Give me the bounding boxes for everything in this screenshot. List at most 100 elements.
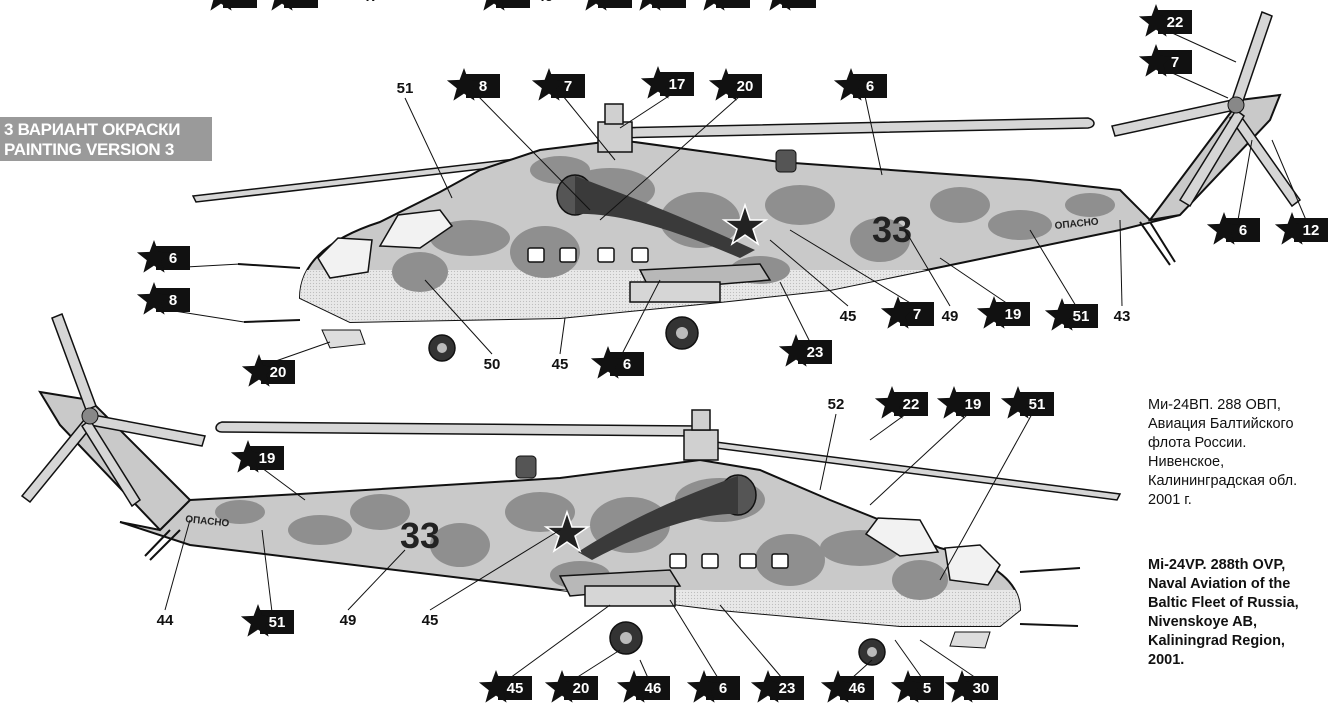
callout-star-icon [874, 386, 910, 419]
callout-star-20: 20 [241, 354, 295, 387]
callout-star-icon [483, 0, 505, 11]
callout-label: 30 [973, 680, 990, 697]
callout-star-6: 6 [686, 670, 740, 703]
callout-star-icon [544, 670, 580, 703]
callout-label: 20 [573, 680, 590, 697]
cut-callout-row: 4749 [210, 0, 816, 11]
side-number: 33 [400, 515, 440, 556]
callout-star-icon [708, 68, 744, 101]
side-number: 33 [872, 209, 912, 250]
callout-star-icon [590, 346, 626, 379]
callout-plate [716, 0, 750, 8]
cockpit-canopy-front [944, 544, 1001, 586]
callout-number-47: 47 [362, 0, 379, 5]
red-star-insignia [721, 202, 769, 246]
callout-star-51: 51 [1044, 298, 1098, 331]
callout-label: 23 [779, 680, 796, 697]
callout-star-51: 51 [1000, 386, 1054, 419]
callout-star-icon [1000, 386, 1036, 419]
leader-line [559, 317, 566, 355]
callout-star-12: 12 [1274, 212, 1328, 245]
caption-ru-line: флота России. [1148, 435, 1247, 451]
callout-label: 49 [340, 612, 357, 629]
leader-line [619, 93, 673, 129]
callout-star-7: 7 [531, 68, 585, 101]
callout-star-icon [1044, 298, 1080, 331]
callout-label: 47 [362, 0, 379, 5]
callout-star-19: 19 [230, 440, 284, 473]
callout-star-icon [271, 0, 293, 11]
callout-star-icon [1138, 4, 1174, 37]
callout-plate [652, 0, 686, 8]
leader-line [429, 529, 561, 611]
leader-line [939, 257, 1009, 305]
leader-line [1169, 71, 1229, 99]
callout-label: 12 [1303, 222, 1320, 239]
main-rotor-blade-left [215, 421, 701, 437]
callout-star-7: 7 [880, 296, 934, 329]
callout-label: 49 [942, 308, 959, 325]
callout-star- [703, 0, 750, 11]
leader-line [1029, 229, 1077, 307]
callout-star-23: 23 [778, 334, 832, 367]
cockpit-canopy-front [317, 237, 373, 279]
callout-number-45: 45 [840, 308, 857, 325]
callout-star-8: 8 [446, 68, 500, 101]
leader-line [261, 529, 273, 613]
caption-ru-line: 2001 г. [1148, 492, 1192, 508]
callout-label: 6 [623, 356, 631, 373]
leader-line [819, 413, 837, 491]
callout-label: 50 [484, 356, 501, 373]
callout-label: 7 [564, 78, 572, 95]
callout-star-46: 46 [820, 670, 874, 703]
callout-label: 45 [552, 356, 569, 373]
callout-star-22: 22 [1138, 4, 1192, 37]
callout-label: 20 [737, 78, 754, 95]
callout-star-icon [136, 240, 172, 273]
helicopter-side-view-right: 33 ОПАСНО [191, 11, 1302, 362]
leader-line [939, 413, 1033, 581]
banner-line-en: PAINTING VERSION 3 [4, 140, 174, 159]
callout-star-icon [944, 670, 980, 703]
callout-star-icon [1206, 212, 1242, 245]
callout-star-icon [230, 440, 266, 473]
callout-plate [223, 0, 257, 8]
caption-ru-line: Авиация Балтийского [1148, 416, 1294, 432]
callout-star-7: 7 [1138, 44, 1192, 77]
caption-ru-line: Нивенское, [1148, 454, 1225, 470]
cockpit-canopy-rear [864, 517, 940, 557]
caption-en-line: Naval Aviation of the [1148, 576, 1291, 592]
callout-star-6: 6 [833, 68, 887, 101]
leader-line [477, 95, 591, 211]
callout-star-icon [820, 670, 856, 703]
callout-star-icon [240, 604, 276, 637]
leader-line [424, 279, 493, 355]
leader-line [261, 467, 306, 501]
callout-star- [483, 0, 530, 11]
leader-line [869, 413, 969, 506]
callout-star- [769, 0, 816, 11]
warning-label: ОПАСНО [185, 514, 230, 530]
callout-label: 7 [913, 306, 921, 323]
callout-number-49: 49 [942, 308, 959, 325]
callout-star-icon [1274, 212, 1310, 245]
callout-label: 51 [1029, 396, 1046, 413]
caption-en-line: Kaliningrad Region, [1148, 633, 1285, 649]
leader-line [894, 639, 923, 679]
callout-star-8: 8 [136, 282, 190, 315]
leader-line [509, 604, 611, 679]
callout-number-44: 44 [157, 612, 174, 629]
caption-en-line: 2001. [1148, 652, 1185, 668]
callout-number-45: 45 [552, 356, 569, 373]
caption-en-line: Baltic Fleet of Russia, [1148, 595, 1299, 611]
callout-plate [496, 0, 530, 8]
callout-star-icon [446, 68, 482, 101]
callout-number-45: 45 [422, 612, 439, 629]
callout-star- [271, 0, 318, 11]
leader-line [779, 281, 811, 343]
callout-star-23: 23 [750, 670, 804, 703]
leader-line [904, 229, 951, 307]
helicopter-side-view-left: 33 ОПАСНО [20, 313, 1122, 666]
